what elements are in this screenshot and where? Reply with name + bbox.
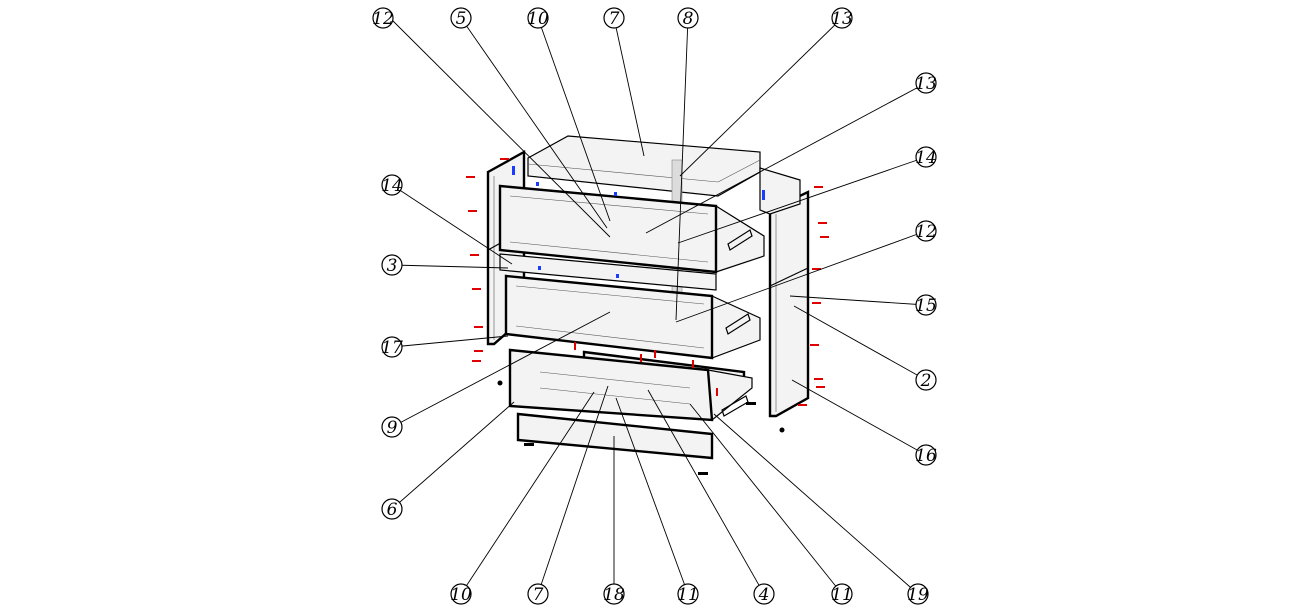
svg-text:7: 7 xyxy=(533,585,544,605)
part-callout: 12 xyxy=(915,220,937,242)
svg-text:7: 7 xyxy=(609,9,620,29)
svg-text:11: 11 xyxy=(831,585,853,605)
part-callout: 14 xyxy=(381,174,403,196)
drawer-chest-drawing xyxy=(466,135,829,475)
svg-text:13: 13 xyxy=(831,9,853,29)
part-callout: 12 xyxy=(372,7,394,29)
svg-text:2: 2 xyxy=(920,371,932,391)
svg-text:3: 3 xyxy=(387,256,398,276)
part-callout: 5 xyxy=(450,7,472,29)
part-callout: 10 xyxy=(450,583,472,605)
part-callout: 14 xyxy=(915,146,937,168)
svg-text:9: 9 xyxy=(387,418,398,438)
svg-text:6: 6 xyxy=(387,500,398,520)
part-callout: 8 xyxy=(677,7,699,29)
part-callout: 10 xyxy=(527,7,549,29)
svg-text:15: 15 xyxy=(915,296,937,316)
part-callout: 18 xyxy=(603,583,625,605)
svg-text:16: 16 xyxy=(915,446,937,466)
part-callout: 11 xyxy=(831,583,853,605)
part-callout: 13 xyxy=(831,7,853,29)
part-callout: 13 xyxy=(915,72,937,94)
svg-text:12: 12 xyxy=(372,9,394,29)
top-panel xyxy=(527,135,761,197)
part-callouts: 12 5 10 7 8 13 13 14 12 15 2 16 14 3 17 … xyxy=(372,7,937,605)
svg-text:19: 19 xyxy=(907,585,929,605)
svg-text:5: 5 xyxy=(456,9,467,29)
part-callout: 7 xyxy=(527,583,549,605)
part-callout: 17 xyxy=(381,336,403,358)
svg-text:10: 10 xyxy=(450,585,472,605)
plinth xyxy=(516,412,714,460)
part-callout: 15 xyxy=(915,294,937,316)
svg-text:8: 8 xyxy=(683,9,694,29)
svg-text:4: 4 xyxy=(758,585,770,605)
svg-text:18: 18 xyxy=(603,585,625,605)
svg-text:11: 11 xyxy=(677,585,699,605)
hardware-screws-red xyxy=(466,158,829,406)
part-callout: 11 xyxy=(677,583,699,605)
svg-text:14: 14 xyxy=(381,176,403,196)
part-callout: 3 xyxy=(381,254,403,276)
right-rear-frame xyxy=(759,167,801,215)
svg-text:14: 14 xyxy=(915,148,937,168)
svg-text:12: 12 xyxy=(915,222,937,242)
part-callout: 7 xyxy=(603,7,625,29)
svg-text:17: 17 xyxy=(381,338,403,358)
part-callout: 16 xyxy=(915,444,937,466)
hardware-dowels-blue xyxy=(512,166,765,278)
right-side-panel xyxy=(768,190,810,418)
svg-text:13: 13 xyxy=(915,74,937,94)
part-callout: 9 xyxy=(381,416,403,438)
middle-rail xyxy=(499,253,717,291)
leader-lines xyxy=(389,17,927,595)
part-callout: 19 xyxy=(907,583,929,605)
drawer-bottom xyxy=(508,348,753,422)
svg-text:10: 10 xyxy=(527,9,549,29)
part-callout: 6 xyxy=(381,498,403,520)
drawer-middle xyxy=(504,274,761,360)
foot-pads xyxy=(497,380,785,475)
drawer-top xyxy=(498,184,765,274)
part-callout: 2 xyxy=(915,369,937,391)
part-callout: 4 xyxy=(753,583,775,605)
